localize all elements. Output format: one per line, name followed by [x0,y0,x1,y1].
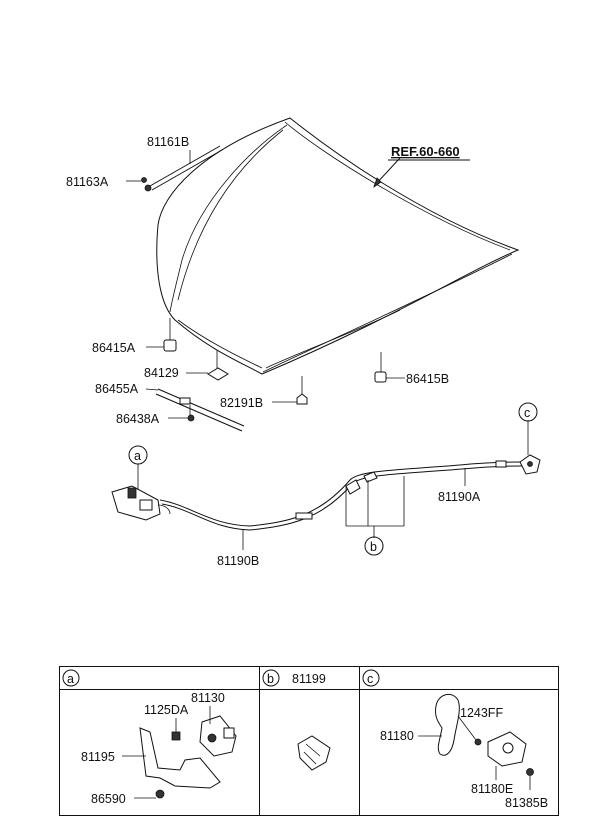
release-handle [519,420,541,475]
hood-panel [156,117,520,375]
panel-a-drawing [122,706,237,799]
part-label-81163A[interactable]: 81163A [66,175,109,189]
weatherstrip-bar [145,388,245,432]
callout-c-letter[interactable]: c [524,406,530,420]
panel-a-label-1125DA[interactable]: 1125DA [144,703,189,717]
panel-c-drawing [418,693,534,790]
panel-a-label-86590[interactable]: 86590 [91,792,126,806]
part-label-86415B[interactable]: 86415B [406,372,449,386]
table-header-b-letter[interactable]: b [267,672,274,686]
part-label-86455A[interactable]: 86455A [95,382,139,396]
panel-c-label-1243FF[interactable]: 1243FF [460,706,503,720]
table-header-a [62,669,80,687]
part-label-82191B[interactable]: 82191B [220,396,263,410]
panel-c-label-81180[interactable]: 81180 [380,729,414,743]
seal-clip [186,350,229,381]
panel-c-label-81180E[interactable]: 81180E [471,782,513,796]
table-header-c [362,669,380,687]
panel-c-label-81385B[interactable]: 81385B [505,796,548,810]
part-label-81161B[interactable]: 81161B [147,135,189,149]
bumper-stopper-a [146,318,177,352]
callout-b-letter[interactable]: b [370,540,377,554]
ref-pointer [373,157,470,189]
hood-stay-rod [126,145,223,192]
part-label-84129[interactable]: 84129 [144,366,179,380]
table-header-b-part[interactable]: 81199 [292,672,326,686]
panel-b-clip [297,735,331,771]
callout-c-marker [518,402,538,422]
part-label-86415A[interactable]: 86415A [92,341,136,355]
callout-a-letter[interactable]: a [134,449,141,463]
callout-b-marker [364,536,384,556]
part-label-81190B[interactable]: 81190B [217,554,259,568]
table-header-c-letter[interactable]: c [367,672,373,686]
latch-assembly [111,485,171,521]
table-header-a-letter[interactable]: a [67,672,74,686]
table-header-b [262,669,280,687]
cable-clips [345,471,405,538]
part-label-81190A[interactable]: 81190A [438,490,481,504]
bumper-stopper-b [374,352,405,383]
part-label-86438A[interactable]: 86438A [116,412,160,426]
ref-label[interactable]: REF.60-660 [391,144,460,159]
detail-table [59,666,559,816]
rubber-plug [272,376,308,405]
panel-a-label-81195[interactable]: 81195 [81,750,115,764]
panel-a-label-81130[interactable]: 81130 [191,691,225,705]
